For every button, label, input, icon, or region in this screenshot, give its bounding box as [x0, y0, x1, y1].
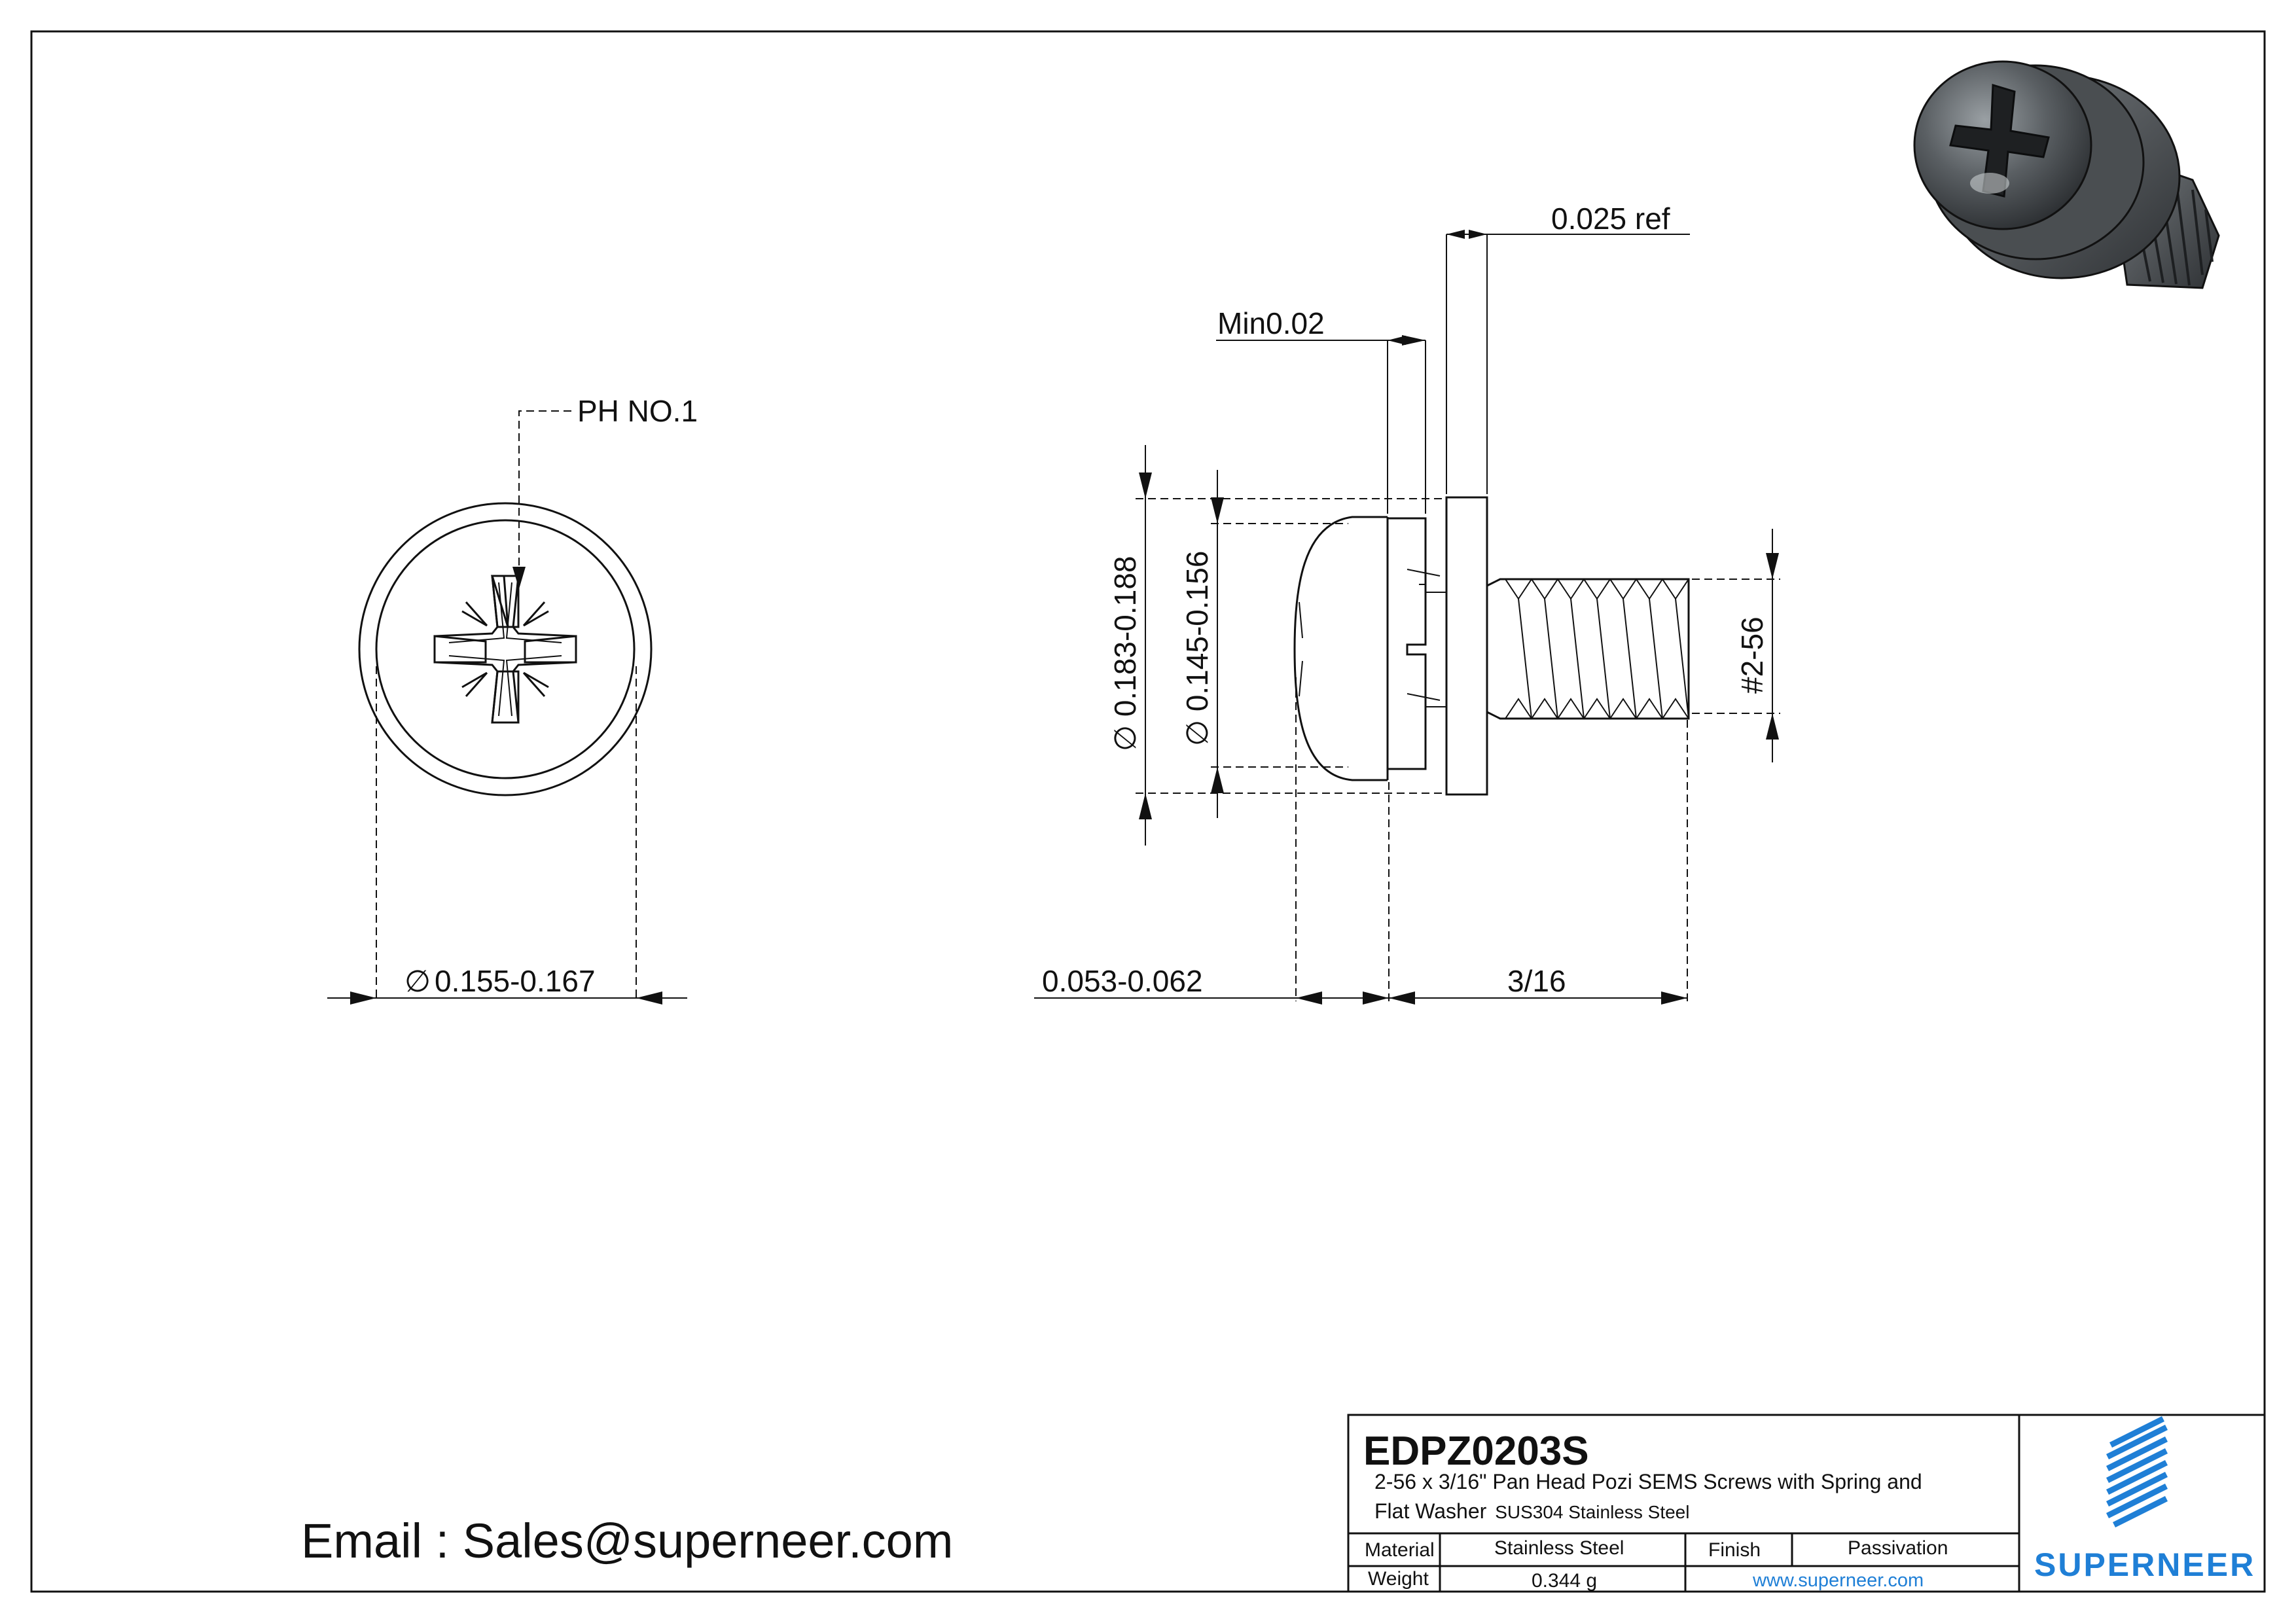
email-contact[interactable]: Email : Sales@superneer.com — [301, 1514, 953, 1568]
website-link[interactable]: www.superneer.com — [1752, 1570, 1924, 1591]
finish-value: Passivation — [1848, 1537, 1948, 1559]
washer-thickness-label: 0.025 ref — [1551, 202, 1670, 236]
render-cross-icon — [1949, 84, 2050, 198]
washer-gap-line — [1426, 592, 1446, 707]
pozi-inner-cross — [448, 582, 562, 717]
pan-head — [1293, 516, 1388, 781]
description-line1: 2-56 x 3/16" Pan Head Pozi SEMS Screws w… — [1374, 1470, 1922, 1493]
head-height-label: 0.053-0.062 — [1042, 964, 1203, 998]
material-label: Material — [1365, 1539, 1435, 1561]
spring-washer — [1386, 517, 1427, 780]
spring-washer-split — [1407, 569, 1441, 701]
outer-diameter-label: ∅ 0.183-0.188 — [1108, 556, 1142, 751]
drive-label: PH NO.1 — [577, 394, 698, 428]
brand-name: SUPERNEER — [2034, 1546, 2255, 1583]
spring-gap-label: Min0.02 — [1217, 306, 1325, 340]
pozi-tick-marks — [461, 601, 549, 697]
washer-thickness-ext — [1446, 234, 1488, 494]
length-label: 3/16 — [1507, 964, 1566, 998]
description-line2: Flat Washer SUS304 Stainless Steel — [1374, 1499, 1689, 1523]
head-height-ext — [1295, 677, 1390, 1001]
flat-washer — [1445, 496, 1488, 796]
head-diameter-label: 0.155-0.167 — [435, 964, 596, 998]
screw-3d-render — [1913, 60, 2220, 289]
thread-shank — [1486, 578, 1690, 720]
part-number: EDPZ0203S — [1363, 1429, 1589, 1474]
title-block-frame — [1347, 1414, 2266, 1593]
head-outer-circle — [358, 502, 653, 796]
thread-dim-ext — [1692, 579, 1780, 714]
description-material: SUS304 Stainless Steel — [1495, 1502, 1689, 1522]
weight-label: Weight — [1368, 1568, 1429, 1590]
head-inner-circle — [375, 519, 636, 779]
pozi-cross-outline — [433, 575, 577, 724]
weight-value: 0.344 g — [1532, 1570, 1597, 1592]
inner-diameter-value: 0.145-0.156 — [1180, 551, 1214, 712]
sheet-border — [30, 30, 2266, 1593]
thread-crests — [1505, 578, 1689, 720]
render-highlight — [1970, 173, 2009, 194]
front-view: PH NO.1 ∅ 0.155-0.167 — [327, 394, 698, 1005]
finish-label: Finish — [1708, 1539, 1761, 1561]
material-value: Stainless Steel — [1494, 1537, 1624, 1559]
head-dia-extension — [376, 666, 637, 1000]
title-block: EDPZ0203S 2-56 x 3/16" Pan Head Pozi SEM… — [1347, 1414, 2266, 1593]
thread-label: #2-56 — [1735, 616, 1769, 694]
description-line2-text: Flat Washer — [1374, 1499, 1487, 1523]
side-view: 0.025 ref Min0.02 ∅ 0.183-0.188 ∅ 0.145-… — [1034, 202, 1780, 1005]
diameter-symbol: ∅ — [404, 964, 431, 998]
outer-dia-ext — [1136, 498, 1443, 794]
outer-diameter-value: 0.183-0.188 — [1108, 556, 1142, 717]
superneer-logo-icon — [2106, 1416, 2168, 1528]
pozi-recess-icon — [433, 575, 577, 724]
head-slot — [1299, 601, 1303, 697]
spring-gap-ext — [1387, 340, 1426, 514]
title-block-grid — [1348, 1415, 2020, 1592]
inner-diameter-label: ∅ 0.145-0.156 — [1180, 551, 1214, 746]
inner-dia-ext — [1211, 523, 1348, 768]
drive-leader-line — [518, 410, 571, 569]
